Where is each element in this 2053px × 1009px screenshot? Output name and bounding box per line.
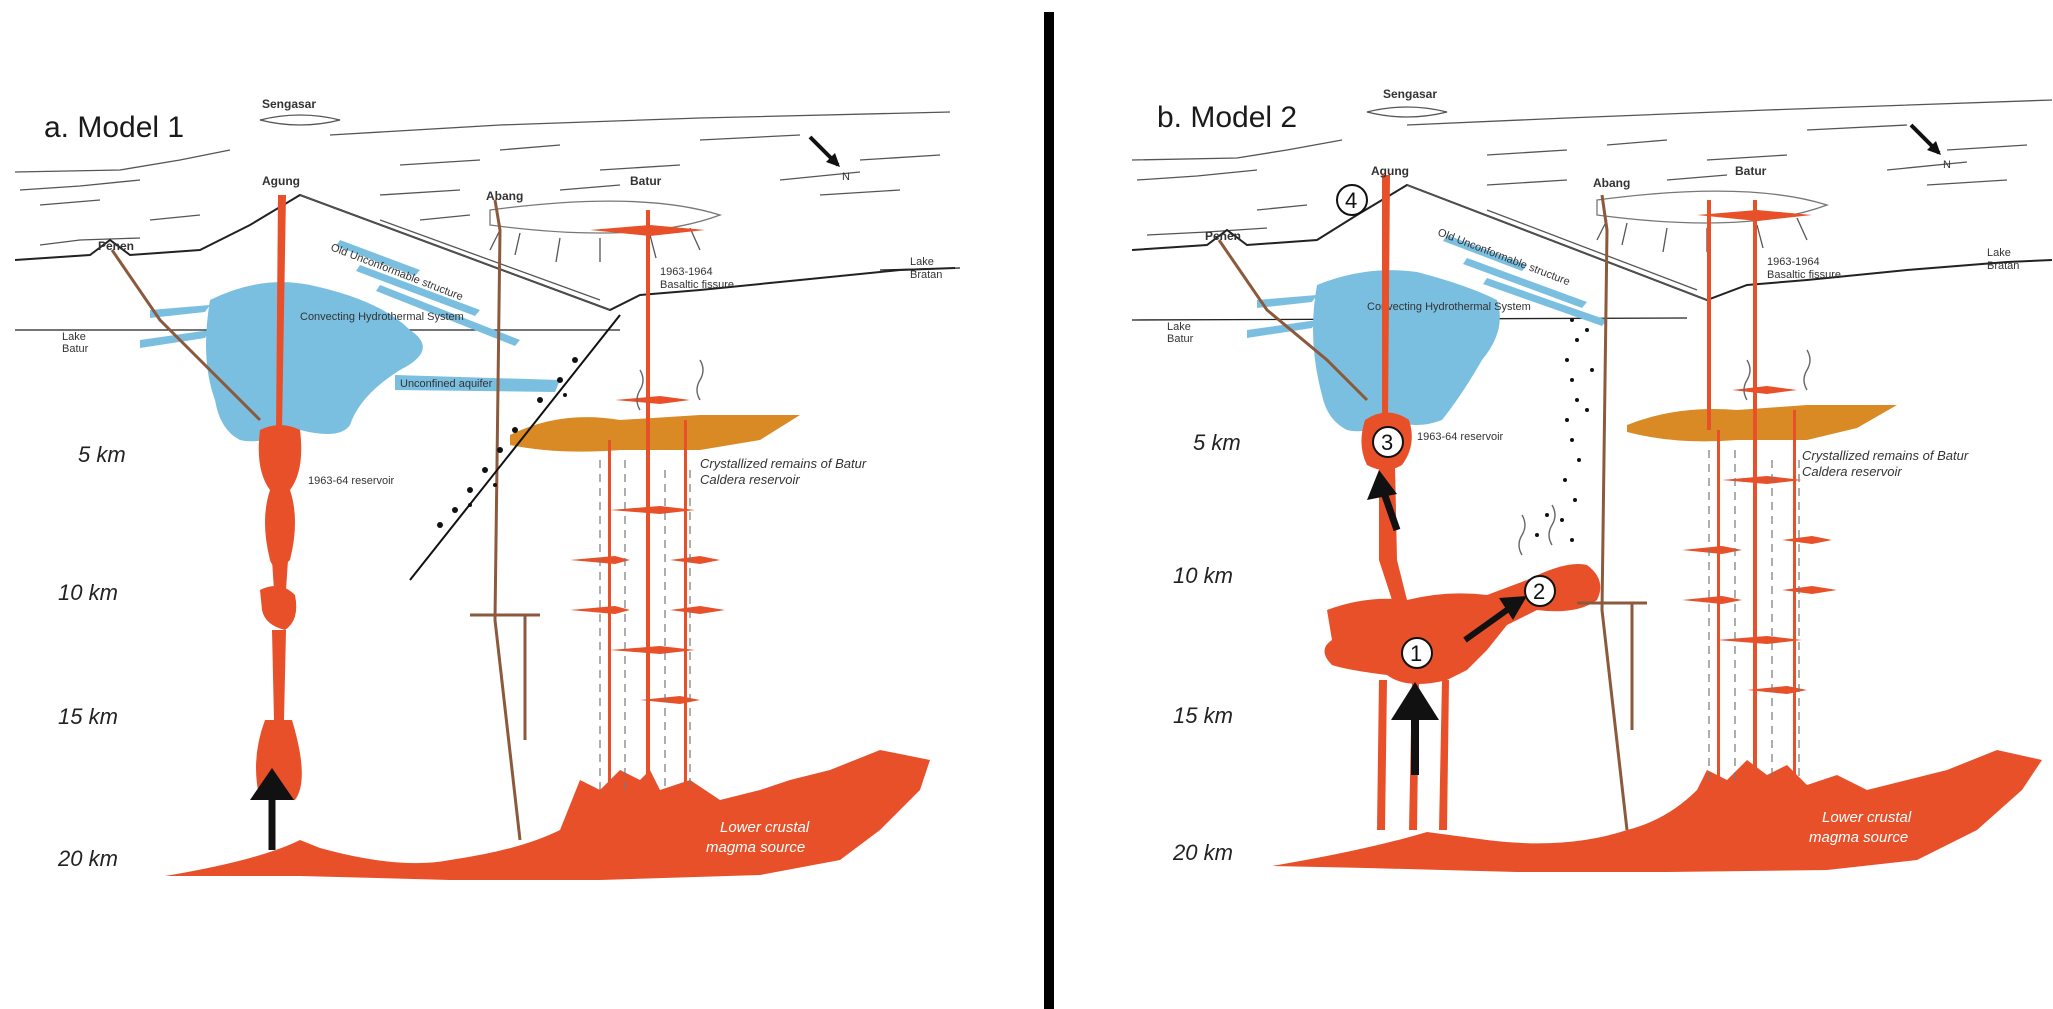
depth-15km: 15 km <box>1173 703 1233 728</box>
label-batur: Batur <box>630 174 662 188</box>
label-agung: Agung <box>1371 164 1409 178</box>
panel-b-title: b. Model 2 <box>1157 101 1297 134</box>
step-1: 1 <box>1410 641 1422 666</box>
step-3: 3 <box>1381 430 1393 455</box>
panel-divider <box>1044 12 1054 1009</box>
magma-system <box>165 195 930 880</box>
label-hydrothermal: Convecting Hydrothermal System <box>1367 301 1531 313</box>
panel-a-title: a. Model 1 <box>44 111 184 144</box>
label-lake-left-2: Batur <box>1167 333 1194 345</box>
hydrothermal-system <box>1247 235 1607 431</box>
label-lower-crustal: Lower crustal <box>1822 809 1912 826</box>
svg-text:N: N <box>1943 159 1951 171</box>
panel-model-1: a. Model 1 Sengasar N <box>0 0 1020 1009</box>
fluid-pathway <box>1535 318 1594 542</box>
label-penen: Penen <box>1205 229 1241 243</box>
depth-10km: 10 km <box>1173 563 1233 588</box>
label-magma-source: magma source <box>1809 829 1908 846</box>
label-caldera-reservoir: Caldera reservoir <box>1802 464 1902 479</box>
crystallized-reservoir <box>510 415 800 452</box>
label-penen: Penen <box>98 239 134 253</box>
depth-20km: 20 km <box>1172 840 1233 865</box>
depth-5km: 5 km <box>1193 430 1241 455</box>
label-lower-crustal: Lower crustal <box>720 819 810 836</box>
label-sengasar: Sengasar <box>1383 87 1437 101</box>
crystallized-reservoir <box>1627 405 1897 441</box>
depth-10km: 10 km <box>58 580 118 605</box>
label-abang: Abang <box>486 189 523 203</box>
steam-icon <box>1519 350 1810 555</box>
label-abang: Abang <box>1593 176 1630 190</box>
label-sengasar: Sengasar <box>262 97 316 111</box>
label-basaltic-fissure: Basaltic fissure <box>1767 269 1841 281</box>
label-lake-right: Lake <box>1987 247 2011 259</box>
depth-5km: 5 km <box>78 442 126 467</box>
label-lake-left: Lake <box>1167 321 1191 333</box>
label-lake-right-2: Bratan <box>910 269 942 281</box>
label-batur: Batur <box>1735 164 1767 178</box>
label-unconfined-aquifer: Unconfined aquifer <box>400 378 493 390</box>
label-magma-source: magma source <box>706 839 805 856</box>
magma-system <box>1272 175 2042 872</box>
svg-text:N: N <box>842 171 850 183</box>
label-basaltic-fissure: Basaltic fissure <box>660 279 734 291</box>
label-reservoir: 1963-64 reservoir <box>308 475 395 487</box>
label-eruption-year: 1963-1964 <box>1767 256 1820 268</box>
model-1-diagram: a. Model 1 Sengasar N <box>0 0 1020 1009</box>
label-lake-left: Lake <box>62 331 86 343</box>
label-lake-left-2: Batur <box>62 343 89 355</box>
label-lake-right-2: Bratan <box>1987 260 2019 272</box>
label-crystallized: Crystallized remains of Batur <box>700 456 867 471</box>
model-2-diagram: b. Model 2 Sengasar N Conv <box>1067 0 2053 1009</box>
label-hydrothermal: Convecting Hydrothermal System <box>300 311 464 323</box>
label-reservoir: 1963-64 reservoir <box>1417 431 1504 443</box>
depth-20km: 20 km <box>57 846 118 871</box>
arrow-up-icon <box>1391 682 1439 775</box>
label-caldera-reservoir: Caldera reservoir <box>700 472 800 487</box>
north-arrow-icon: N <box>1911 125 1951 171</box>
label-agung: Agung <box>262 174 300 188</box>
label-lake-right: Lake <box>910 256 934 268</box>
step-4: 4 <box>1345 188 1357 213</box>
label-crystallized: Crystallized remains of Batur <box>1802 448 1969 463</box>
panel-model-2: b. Model 2 Sengasar N Conv <box>1067 0 2053 1009</box>
depth-15km: 15 km <box>58 704 118 729</box>
label-eruption-year: 1963-1964 <box>660 266 713 278</box>
step-2: 2 <box>1533 579 1545 604</box>
